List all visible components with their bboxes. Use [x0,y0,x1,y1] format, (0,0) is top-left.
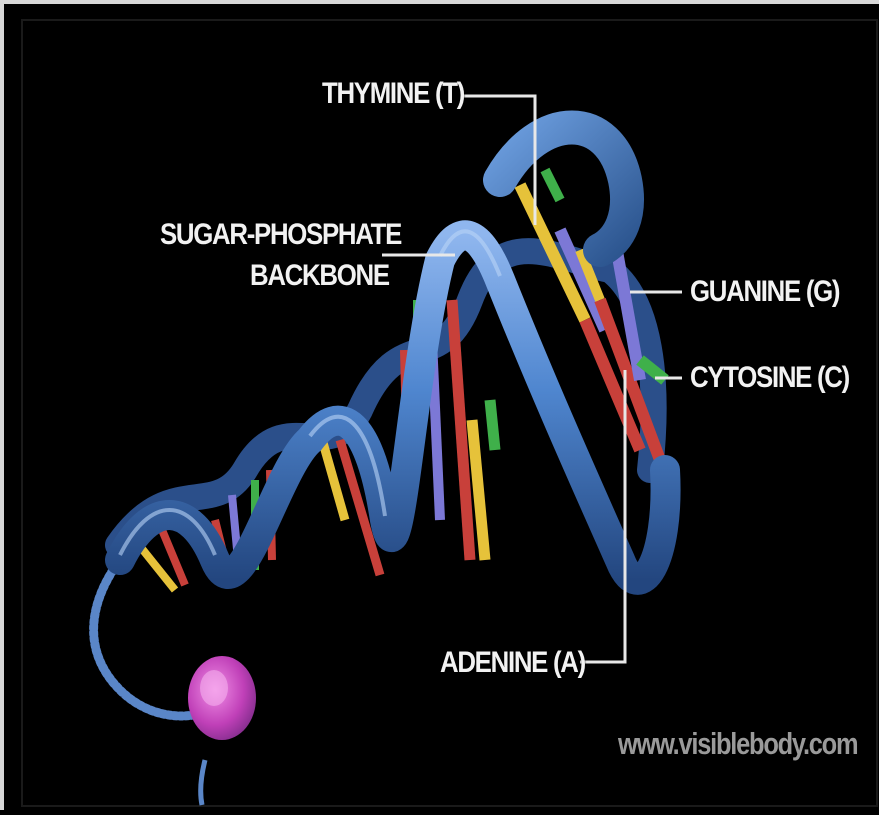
backbone-label-line1: SUGAR-PHOSPHATE [160,217,401,253]
nucleus-highlight [200,670,228,706]
adenine-label: ADENINE (A) [440,645,585,681]
backbone-label-line2: BACKBONE [250,258,389,294]
thymine-label: THYMINE (T) [322,76,464,112]
watermark-text: www.visiblebody.com [618,726,857,762]
image-background [20,18,879,808]
base-pair-rung [490,400,495,450]
guanine-label: GUANINE (G) [690,274,839,310]
cytosine-label: CYTOSINE (C) [690,360,849,396]
